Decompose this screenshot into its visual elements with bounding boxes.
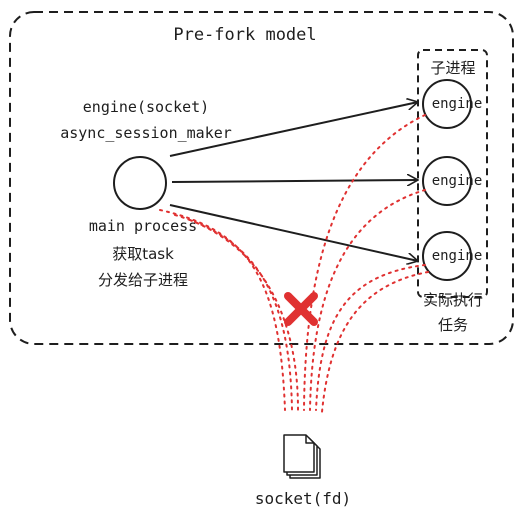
- main-process-node: [113, 156, 167, 210]
- child-engine-label-3: engine: [432, 248, 483, 264]
- child-engine-node-3: [422, 231, 472, 281]
- main-process-label: main process: [89, 217, 197, 235]
- main-engine-label: engine(socket): [83, 98, 209, 116]
- dispatch-arrow-3: [169, 204, 418, 261]
- child-engine-node-1: [422, 79, 472, 129]
- socket-line-main-3: [189, 219, 299, 411]
- socket-line-child-1: [303, 114, 426, 411]
- prefork-boundary: [9, 11, 514, 345]
- child-engine-label-1: engine: [432, 96, 483, 112]
- socket-line-child-2: [309, 189, 426, 411]
- main-session-label: async_session_maker: [60, 124, 232, 142]
- main-task-label: 获取task: [112, 245, 174, 263]
- socket-line-child-3: [315, 264, 426, 411]
- socket-line-child-4: [321, 271, 429, 413]
- child-role-label: 实际执行: [423, 291, 483, 309]
- main-dispatch-label: 分发给子进程: [98, 271, 188, 289]
- socket-label: socket(fd): [255, 489, 351, 508]
- child-process-group: [417, 49, 488, 298]
- dispatch-arrow-1: [169, 102, 418, 157]
- child-group-label: 子进程: [430, 59, 475, 77]
- child-engine-node-2: [422, 156, 472, 206]
- socket-line-main-1: [159, 209, 286, 411]
- file-icon: [283, 434, 321, 479]
- child-engine-label-2: engine: [432, 173, 483, 189]
- diagram-title: Pre-fork model: [173, 25, 316, 45]
- cross-icon: [284, 292, 318, 326]
- shared-socket-lines: [159, 114, 429, 413]
- child-task-label: 任务: [438, 316, 468, 334]
- dispatch-arrow-2: [171, 180, 418, 182]
